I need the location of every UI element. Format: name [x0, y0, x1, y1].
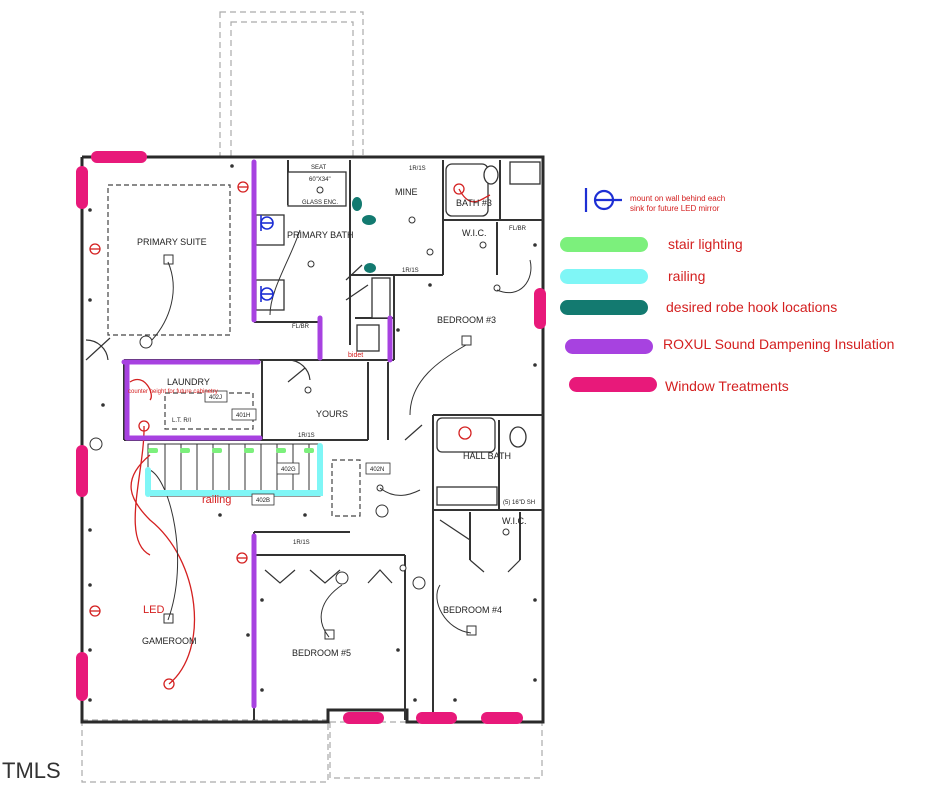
- roxul-insulation-marks: [121, 159, 393, 709]
- legend-mirror-note-line1: mount on wall behind each: [630, 194, 725, 203]
- wall-outlets: [88, 164, 537, 702]
- room-label-bath3: BATH #3: [456, 198, 492, 208]
- room-label-bedroom5: BEDROOM #5: [292, 648, 351, 658]
- electrical-devices: [89, 181, 491, 690]
- room-label-mine: MINE: [395, 187, 418, 197]
- note-sh-hall: (5) 16"D SH: [503, 500, 535, 506]
- note-flbr-primary: FL/BR: [292, 324, 310, 330]
- note-glass-enc: GLASS ENC.: [302, 200, 338, 206]
- legend-label-roxul: ROXUL Sound Dampening Insulation: [663, 336, 894, 352]
- dashed-outlines: [81, 11, 543, 783]
- legend-swatch-railing: [560, 269, 648, 284]
- room-label-yours: YOURS: [316, 409, 348, 419]
- note-402j: 402J: [209, 395, 222, 401]
- annotation-railing: railing: [202, 494, 231, 506]
- window-treatment-marks: [76, 151, 546, 724]
- note-402b: 402B: [256, 498, 270, 504]
- legend: mount on wall behind each sink for futur…: [560, 188, 894, 394]
- legend-mirror-symbol: [584, 188, 622, 212]
- note-seat: SEAT: [311, 165, 327, 171]
- exterior-walls: [80, 155, 545, 724]
- note-401h: 401H: [236, 413, 250, 419]
- legend-label-railing: railing: [668, 268, 705, 284]
- door-swings: [85, 264, 521, 584]
- legend-label-robe-hooks: desired robe hook locations: [666, 299, 837, 315]
- annotation-counter-height: counter height for future cabinetry: [128, 389, 218, 395]
- room-label-hall-bath: HALL BATH: [463, 451, 511, 461]
- legend-swatch-robe-hooks: [560, 300, 648, 315]
- room-label-gameroom: GAMEROOM: [142, 636, 197, 646]
- note-1r1s-bed5: 1R/1S: [293, 540, 310, 546]
- legend-swatch-roxul: [565, 339, 653, 354]
- led-mirror-symbols: [260, 215, 274, 302]
- fixtures: [255, 161, 541, 506]
- robe-hook-marks: [352, 197, 376, 273]
- annotation-bidet: bidet: [348, 352, 363, 359]
- legend-mirror-note-line2: sink for future LED mirror: [630, 204, 720, 213]
- note-flbr-bath3: FL/BR: [509, 226, 527, 232]
- legend-label-stair-lighting: stair lighting: [668, 236, 743, 252]
- legend-swatch-stair-lighting: [560, 237, 648, 252]
- wiring: [149, 229, 532, 638]
- legend-swatch-window-treatments: [569, 377, 657, 392]
- note-402n: 402N: [370, 467, 384, 473]
- note-1r1s-mine: 1R/1S: [409, 166, 426, 172]
- note-shower-size: 60"X34": [309, 177, 331, 183]
- stair-lighting-marks: [148, 448, 314, 453]
- note-lt-ri: L.T. R/I: [172, 418, 191, 424]
- room-label-laundry: LAUNDRY: [167, 377, 210, 387]
- note-1r1s-mine-bottom: 1R/1S: [402, 268, 419, 274]
- room-label-wic-mid: W.I.C.: [502, 516, 527, 526]
- room-label-wic-top: W.I.C.: [462, 228, 487, 238]
- note-402g: 402G: [281, 467, 296, 473]
- annotation-led: LED: [143, 604, 164, 616]
- light-fixtures: [89, 186, 510, 640]
- legend-label-window-treatments: Window Treatments: [665, 378, 789, 394]
- watermark: TMLS: [2, 758, 61, 783]
- room-label-primary-suite: PRIMARY SUITE: [137, 237, 207, 247]
- note-1r1s-yours: 1R/1S: [298, 433, 315, 439]
- room-label-bedroom4: BEDROOM #4: [443, 605, 502, 615]
- railing-marks: [145, 443, 323, 497]
- room-label-bedroom3: BEDROOM #3: [437, 315, 496, 325]
- room-label-primary-bath: PRIMARY BATH: [287, 230, 354, 240]
